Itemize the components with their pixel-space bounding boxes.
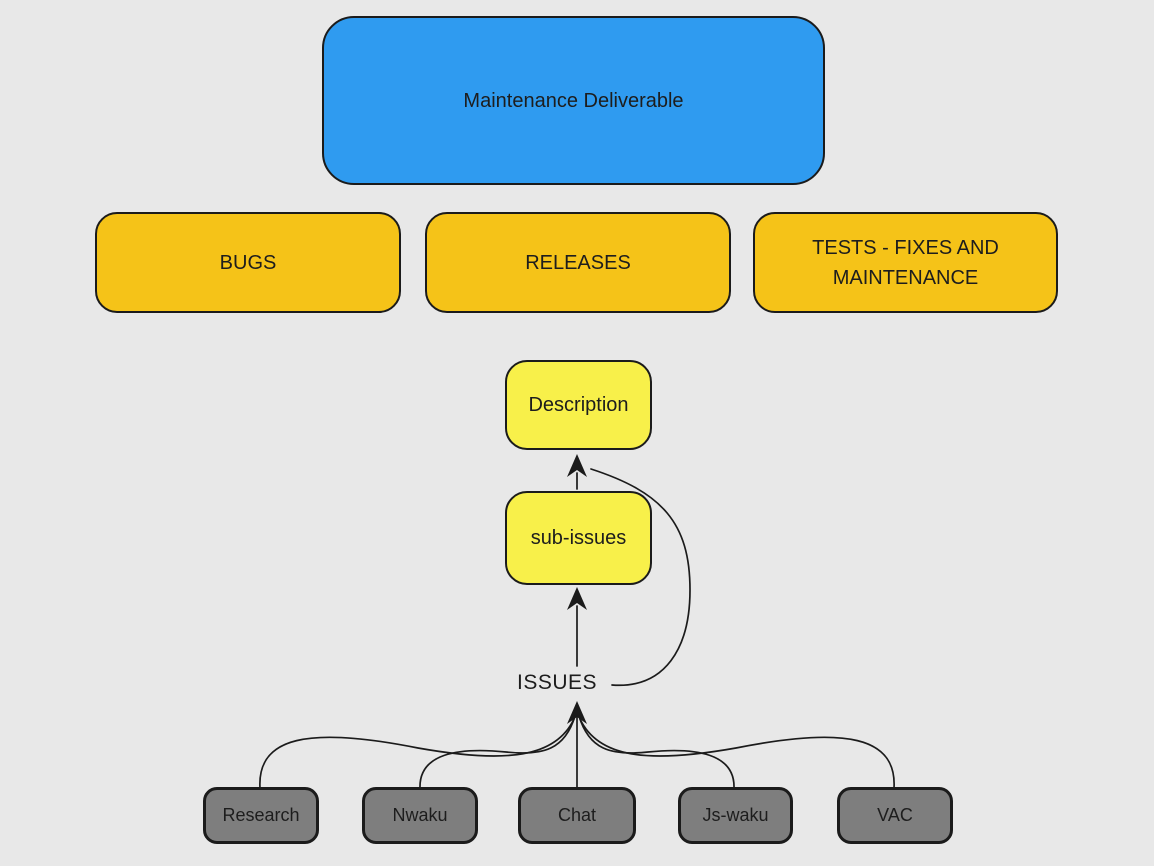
edge-nwaku-issues xyxy=(419,715,576,789)
node-vac: VAC xyxy=(837,787,953,844)
node-nwaku: Nwaku xyxy=(362,787,478,844)
node-releases: RELEASES xyxy=(425,212,731,313)
node-bugs-label: BUGS xyxy=(219,251,277,274)
node-tests-fixes-maintenance: TESTS - FIXES AND MAINTENANCE xyxy=(753,212,1058,313)
arrowhead-description xyxy=(567,454,587,477)
arrowhead-subissues xyxy=(567,587,587,610)
node-research-label: Research xyxy=(222,805,300,825)
node-releases-label: RELEASES xyxy=(525,251,631,274)
node-maintenance-deliverable-label: Maintenance Deliverable xyxy=(463,89,684,112)
node-maintenance-deliverable: Maintenance Deliverable xyxy=(322,16,825,185)
node-js-waku-label: Js-waku xyxy=(702,805,769,825)
edge-vac-issues xyxy=(579,718,895,789)
node-chat-label: Chat xyxy=(557,805,597,825)
arrowhead-issues xyxy=(567,701,587,724)
node-sub-issues-label: sub-issues xyxy=(530,527,627,549)
node-chat: Chat xyxy=(518,787,636,844)
node-sub-issues: sub-issues xyxy=(505,491,652,585)
node-nwaku-label: Nwaku xyxy=(392,805,448,825)
node-bugs: BUGS xyxy=(95,212,401,313)
label-issues: ISSUES xyxy=(516,671,598,694)
node-js-waku: Js-waku xyxy=(678,787,793,844)
node-tests-fixes-maintenance-label: TESTS - FIXES AND MAINTENANCE xyxy=(812,236,999,289)
edge-jswaku-issues xyxy=(578,715,735,789)
node-research: Research xyxy=(203,787,319,844)
node-description-label: Description xyxy=(528,394,629,416)
node-description: Description xyxy=(505,360,652,450)
edge-research-issues xyxy=(259,718,575,789)
node-vac-label: VAC xyxy=(877,805,913,825)
